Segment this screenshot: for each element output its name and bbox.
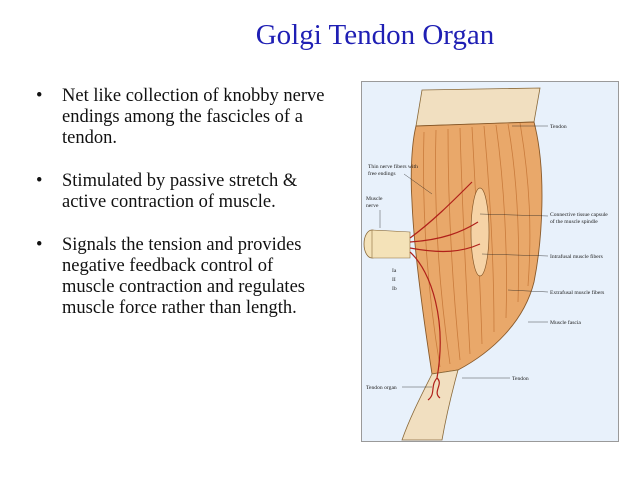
bullet-dot: •: [36, 235, 43, 255]
label-capsule-1: Connective tissue capsule: [550, 212, 608, 218]
label-fascia: Muscle fascia: [550, 319, 581, 326]
bullet-list: • Net like collection of knobby nerve en…: [36, 86, 326, 341]
bullet-dot: •: [36, 171, 43, 191]
bullet-item: • Net like collection of knobby nerve en…: [36, 86, 326, 149]
label-tendon-bottom: Tendon: [512, 376, 529, 382]
bullet-text: Stimulated by passive stretch & active c…: [62, 171, 298, 212]
bullet-item: • Stimulated by passive stretch & active…: [36, 171, 326, 213]
label-tendon-organ: Tendon organ: [366, 385, 397, 391]
label-muscle-nerve-1: Muscle: [366, 196, 383, 202]
label-ib: Ib: [392, 286, 397, 292]
label-muscle-nerve-2: nerve: [366, 203, 379, 209]
label-thin-nerve-2: free endings: [368, 170, 396, 177]
nerve-fibers: [409, 181, 481, 401]
bullet-text: Net like collection of knobby nerve endi…: [62, 86, 325, 148]
label-capsule-2: of the muscle spindle: [550, 218, 598, 225]
label-ia: Ia: [392, 268, 397, 274]
tendon-bottom: [401, 369, 459, 441]
muscle-fibers: [423, 122, 531, 368]
label-tendon-top: Tendon: [550, 124, 567, 130]
label-extrafusal: Extrafusal muscle fibers: [550, 289, 604, 296]
tendon-top: [415, 87, 541, 127]
label-intrafusal: Intrafusal muscle fibers: [550, 253, 603, 260]
leader-lines: [379, 125, 549, 388]
muscle-spindle: [470, 187, 490, 277]
label-ii: II: [392, 277, 396, 283]
label-thin-nerve-1: Thin nerve fibers with: [368, 163, 418, 170]
bullet-text: Signals the tension and provides negativ…: [62, 235, 305, 318]
slide-title: Golgi Tendon Organ: [255, 19, 495, 51]
bullet-item: • Signals the tension and provides negat…: [36, 235, 326, 319]
bullet-dot: •: [36, 86, 43, 106]
golgi-tendon-figure: Tendon Thin nerve fibers with free endin…: [361, 81, 619, 442]
anatomy-illustration: Tendon Thin nerve fibers with free endin…: [363, 87, 608, 441]
